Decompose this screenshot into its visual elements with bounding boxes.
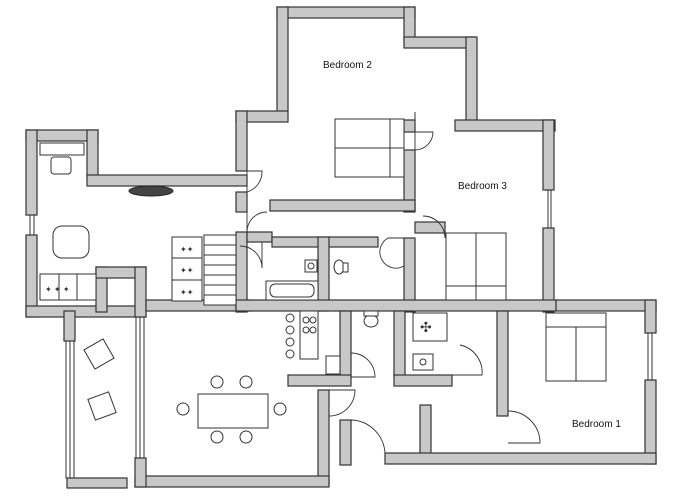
room-label-bedroom-3: Bedroom 3 xyxy=(458,181,507,192)
room-label-bedroom-2: Bedroom 2 xyxy=(323,60,372,71)
svg-text:✦✦: ✦✦ xyxy=(180,288,194,297)
svg-text:✦ ✦ ✦: ✦ ✦ ✦ xyxy=(45,285,70,294)
stairs: ✦✦ ✦✦ ✦✦ xyxy=(171,234,237,306)
dining-set xyxy=(176,375,287,444)
living-furniture: ✦ ✦ ✦ xyxy=(39,142,174,301)
svg-text:✦✦: ✦✦ xyxy=(180,266,194,275)
conservatory-chairs xyxy=(83,338,117,421)
room-label-bedroom-1: Bedroom 1 xyxy=(572,419,621,430)
door-bedroom-2 xyxy=(246,170,263,193)
walls xyxy=(25,6,657,489)
bathroom xyxy=(265,259,349,301)
svg-text:✦✦: ✦✦ xyxy=(180,245,194,254)
wardrobe-bedroom-3 xyxy=(445,232,507,301)
windows xyxy=(29,112,653,479)
wc: ✣ xyxy=(363,310,448,371)
svg-text:✣: ✣ xyxy=(420,319,432,335)
kitchen xyxy=(285,310,341,375)
bed-bedroom-1 xyxy=(545,312,607,382)
bed-bedroom-2 xyxy=(334,118,405,178)
doors xyxy=(26,131,541,456)
